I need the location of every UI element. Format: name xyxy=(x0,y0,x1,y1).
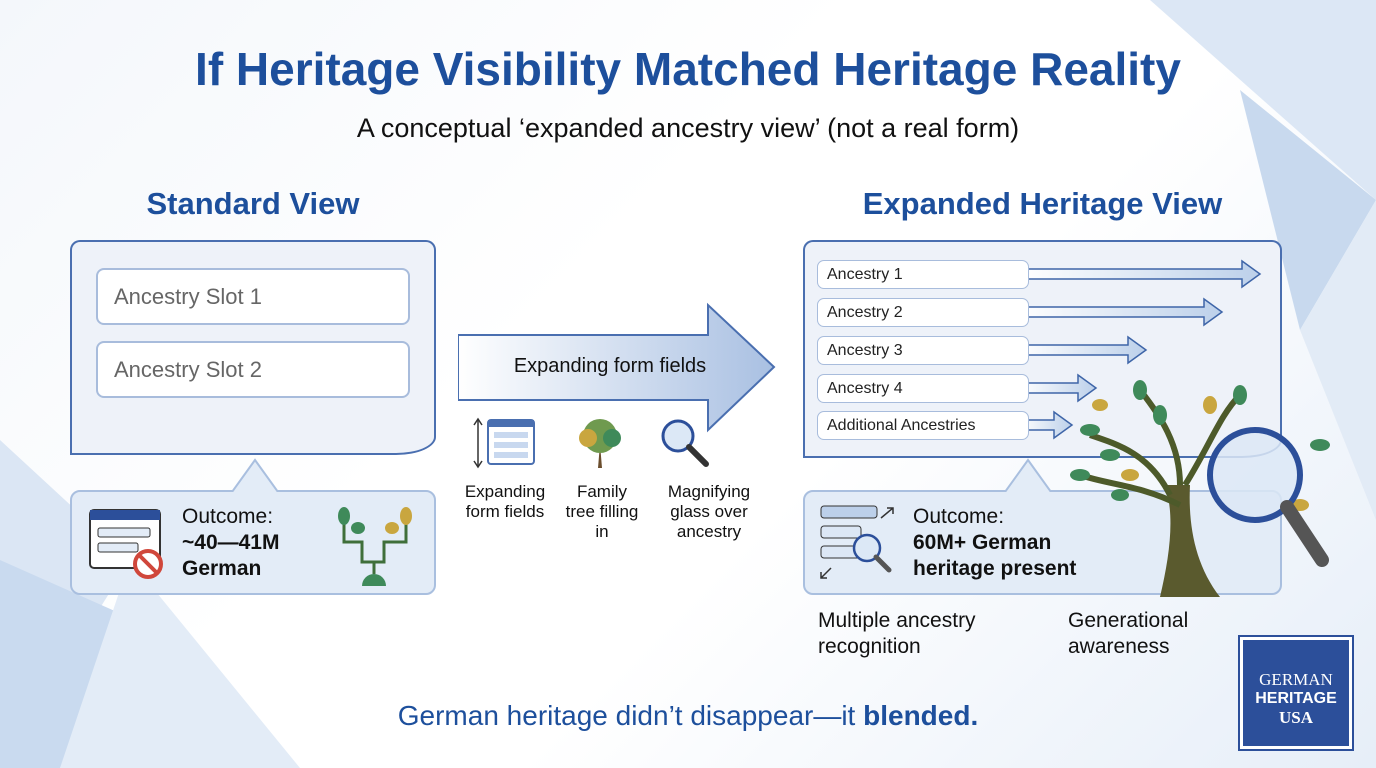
expanding-search-icon xyxy=(820,505,894,579)
outcome-value: ~40—41M xyxy=(182,531,280,554)
ancestry-row-1[interactable]: Ancestry 1 xyxy=(817,260,1029,289)
standard-view-heading: Standard View xyxy=(146,186,360,221)
icon-caption: Family tree filling in xyxy=(565,482,639,541)
ancestry-row-2[interactable]: Ancestry 2 xyxy=(817,298,1029,327)
footer-tagline: German heritage didn’t disappear—it blen… xyxy=(0,700,1376,732)
page-subtitle: A conceptual ‘expanded ancestry view’ (n… xyxy=(356,113,1020,143)
standard-outcome-box: Outcome: ~40—41M German xyxy=(70,490,436,595)
heritage-tree-illustration xyxy=(1070,380,1330,597)
standard-form-card: Ancestry Slot 1 Ancestry Slot 2 xyxy=(70,240,436,455)
family-tree-icon xyxy=(338,507,412,586)
magnifying-glass-icon xyxy=(661,419,709,467)
icon-caption: Magnifying glass over ancestry xyxy=(667,482,751,541)
ancestry-row-4[interactable]: Ancestry 4 xyxy=(817,374,1029,403)
note-multiple-ancestry: Multiple ancestry recognition xyxy=(818,609,976,658)
footer-emphasis: blended. xyxy=(863,700,979,731)
ancestry-slot-1[interactable]: Ancestry Slot 1 xyxy=(96,268,410,325)
note-generational-awareness: Generational awareness xyxy=(1068,609,1189,658)
outcome-value: German xyxy=(182,557,262,580)
icon-caption: Expanding form fields xyxy=(464,482,546,521)
logo-line: HERITAGE xyxy=(1255,690,1337,707)
footer-text: German heritage didn’t disappear—it xyxy=(397,700,864,731)
callout-pointer xyxy=(232,458,278,492)
additional-ancestries-row[interactable]: Additional Ancestries xyxy=(817,411,1029,440)
outcome-label: Outcome: xyxy=(913,505,1005,528)
expanding-form-icon xyxy=(473,417,535,469)
arrow-label: Expanding form fields xyxy=(513,355,707,377)
german-heritage-usa-logo: GERMAN HERITAGE USA xyxy=(1238,635,1354,751)
outcome-label: Outcome: xyxy=(182,505,274,528)
ancestry-slot-2[interactable]: Ancestry Slot 2 xyxy=(96,341,410,398)
expanded-view-heading: Expanded Heritage View xyxy=(862,186,1223,221)
ancestry-row-3[interactable]: Ancestry 3 xyxy=(817,336,1029,365)
outcome-value: 60M+ German xyxy=(913,531,1052,554)
page-title: If Heritage Visibility Matched Heritage … xyxy=(195,43,1181,95)
blocked-form-icon xyxy=(89,509,163,579)
logo-line: GERMAN xyxy=(1259,670,1333,689)
callout-pointer xyxy=(1005,458,1051,492)
expansion-arrows xyxy=(1020,259,1262,440)
family-tree-filling-icon xyxy=(579,419,621,468)
expanding-arrow xyxy=(458,302,776,433)
outcome-value: heritage present xyxy=(913,557,1077,580)
logo-line: USA xyxy=(1278,708,1313,727)
